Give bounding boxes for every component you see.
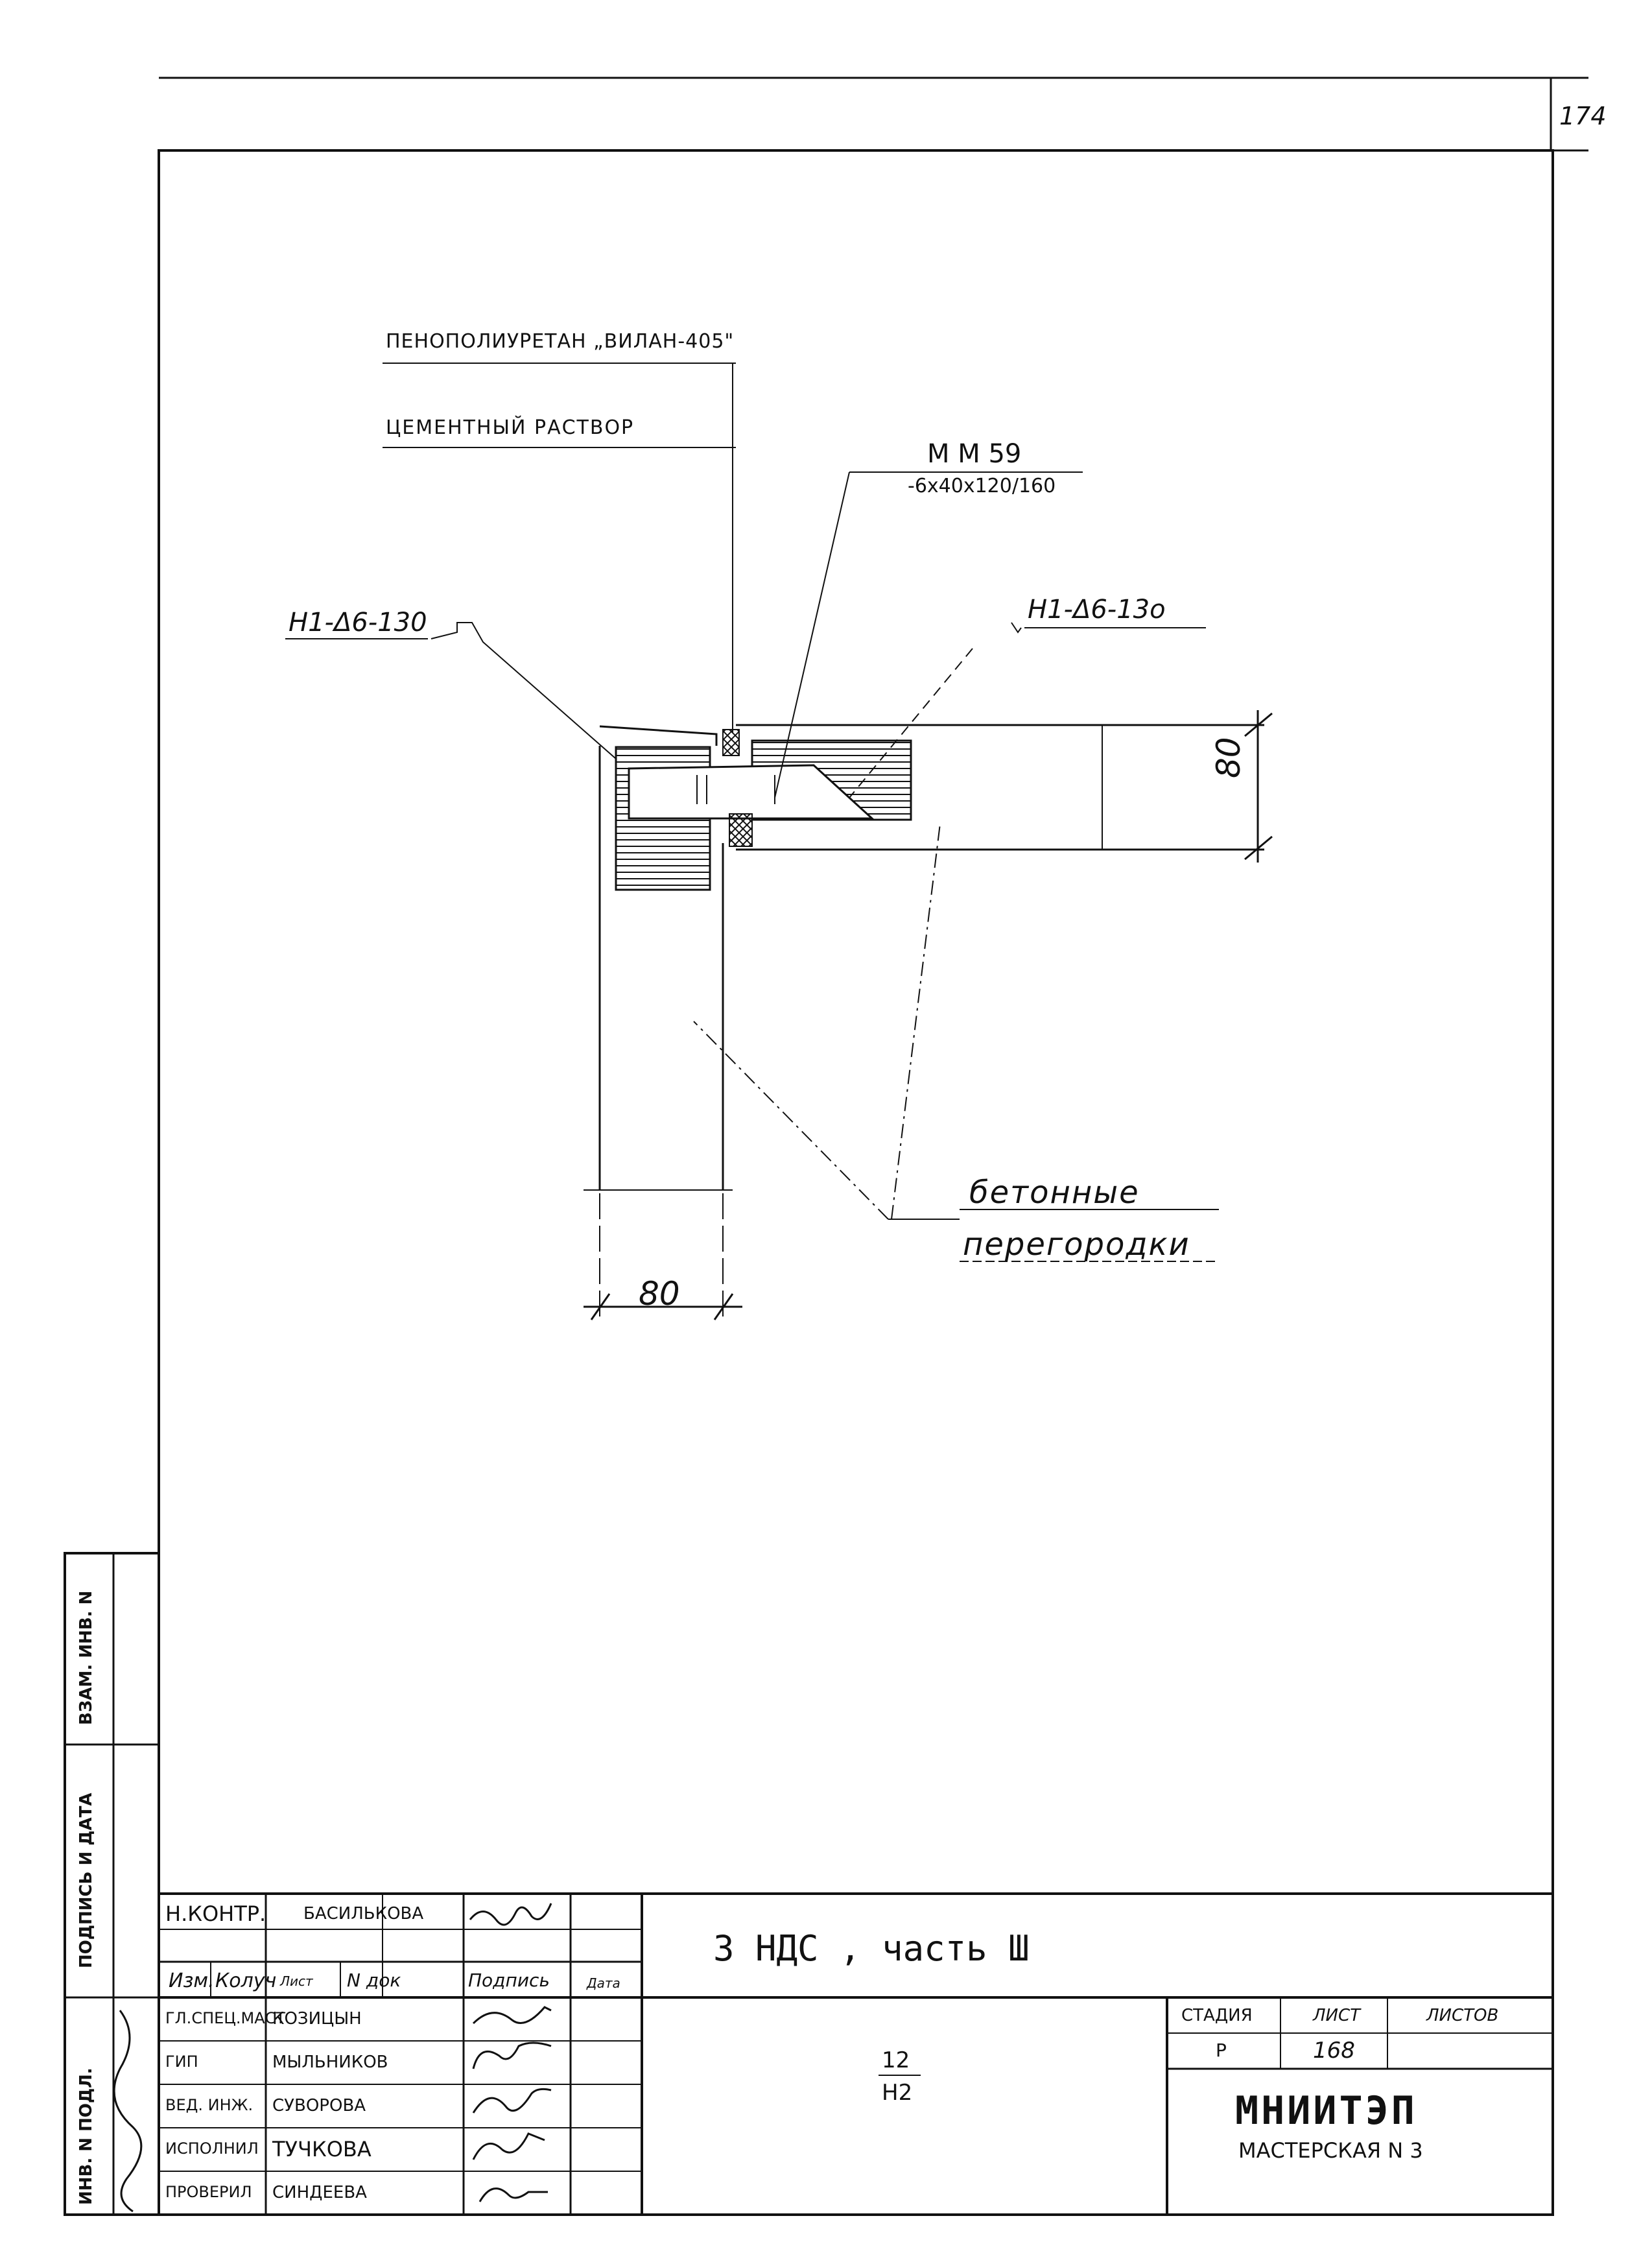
name-2: СУВОРОВА	[272, 2096, 366, 2115]
role-3: ИСПОЛНИЛ	[165, 2139, 259, 2158]
n-kontr-name: БАСИЛЬКОВА	[303, 1904, 424, 1923]
dimension-bottom: 80	[639, 1275, 680, 1313]
page-number: 174	[1559, 102, 1607, 130]
n-kontr-label: Н.КОНТР.	[165, 1901, 266, 1926]
project-title: 3 НДС , часть Ш	[713, 1928, 1030, 1969]
label-partitions-line2: перегородки	[963, 1226, 1190, 1263]
label-h1-left: Н1-Δ6-130	[289, 608, 427, 637]
value-stadia: Р	[1216, 2040, 1227, 2061]
hdr-list-col: ЛИСТ	[1313, 2006, 1361, 2025]
sheet-code-bottom: Н2	[882, 2080, 913, 2106]
name-3: ТУЧКОВА	[272, 2137, 372, 2162]
label-mm59: М М 59	[927, 439, 1022, 469]
label-mm59-sub: -6х40х120/160	[908, 475, 1056, 497]
role-4: ПРОВЕРИЛ	[165, 2183, 252, 2201]
name-0: КОЗИЦЫН	[272, 2009, 362, 2029]
hdr-data: Дата	[587, 1975, 620, 1991]
name-1: МЫЛЬНИКОВ	[272, 2053, 388, 2072]
hdr-kol-uch: Колуч	[215, 1970, 277, 1992]
role-2: ВЕД. ИНЖ.	[165, 2096, 254, 2114]
value-list: 168	[1313, 2038, 1355, 2064]
label-foam: ПЕНОПОЛИУРЕТАН „ВИЛАН-405"	[386, 330, 735, 353]
label-h1-right: Н1-Δ6-13о	[1028, 595, 1166, 625]
hdr-izm: Изм.	[169, 1970, 215, 1992]
role-1: ГИП	[165, 2053, 198, 2071]
label-partitions-line1: бетонные	[969, 1174, 1140, 1211]
label-mortar: ЦЕМЕНТНЫЙ РАСТВОР	[386, 416, 635, 439]
role-0: ГЛ.СПЕЦ.МАСТ	[165, 2009, 286, 2027]
hdr-listov: ЛИСТОВ	[1426, 2006, 1499, 2025]
org-subtitle: МАСТЕРСКАЯ N 3	[1238, 2138, 1423, 2163]
hdr-n-dok: N док	[347, 1970, 401, 1991]
sheet-code-top: 12	[882, 2047, 910, 2073]
hdr-list: Лист	[280, 1973, 313, 1989]
name-4: СИНДЕЕВА	[272, 2183, 367, 2202]
org-name: МНИИТЭП	[1235, 2088, 1417, 2134]
hdr-podpis: Подпись	[468, 1970, 550, 1991]
hdr-stadia: СТАДИЯ	[1181, 2006, 1253, 2025]
